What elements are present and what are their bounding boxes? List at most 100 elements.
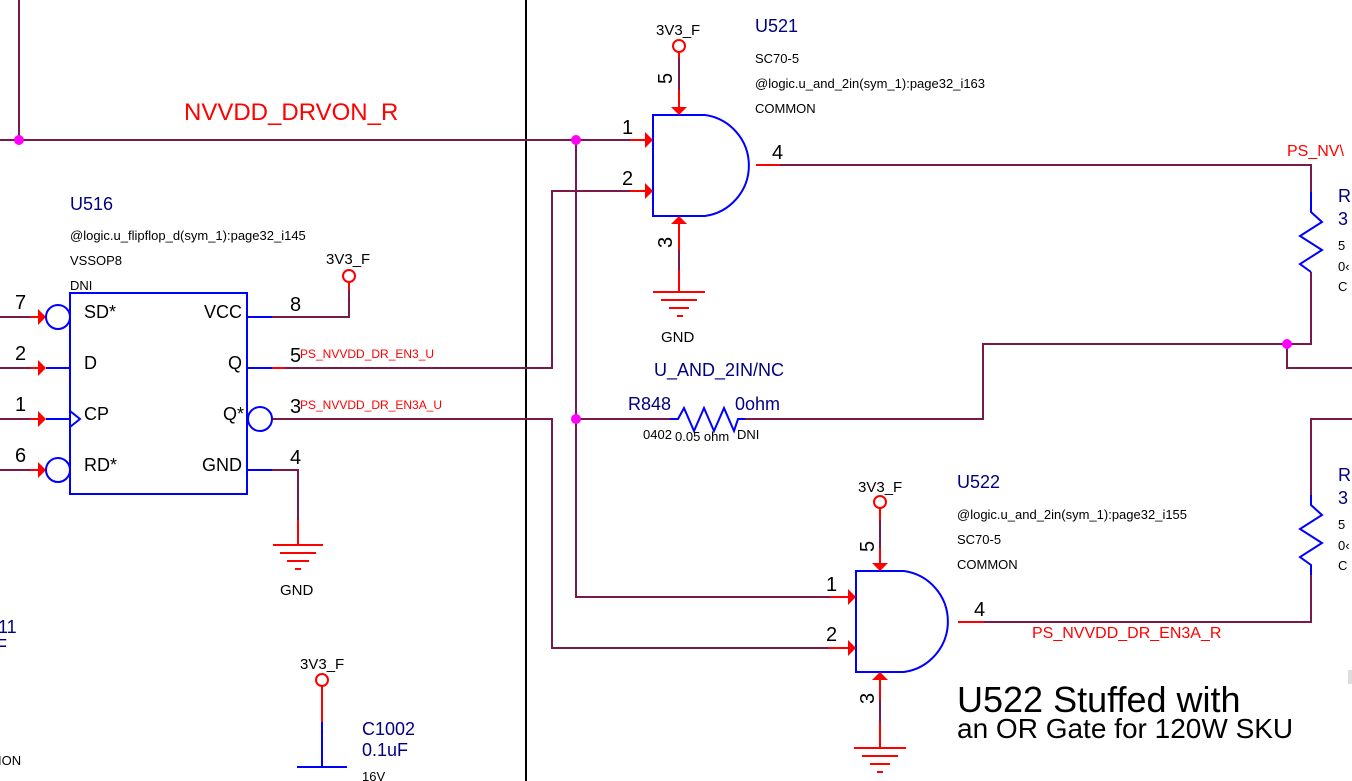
c1002-refdes: C1002	[362, 719, 415, 739]
clock-triangle-icon	[69, 410, 82, 428]
u521-option: COMMON	[755, 101, 816, 116]
u522-pin-num-in1: 1	[826, 574, 837, 596]
u516-pin-name-qn: Q*	[223, 404, 244, 424]
right-r-top-value: 3	[1338, 209, 1348, 229]
u521-body[interactable]	[652, 114, 750, 217]
c1002-capacitor[interactable]: 3V3_F C1002 0.1uF 16V	[297, 656, 415, 781]
u522-pin-num-out: 4	[974, 599, 985, 621]
junction-r848[interactable]	[571, 414, 581, 424]
capacitor-icon	[297, 722, 347, 768]
wire-u516-vcc[interactable]	[272, 290, 350, 318]
inversion-bubble-rd	[45, 457, 71, 483]
wire-r-top-bottom[interactable]	[1287, 272, 1312, 345]
u521-pin-num-vcc: 5	[655, 73, 677, 84]
gnd-u516: GND	[273, 520, 323, 599]
u522-pin-num-gnd: 3	[857, 693, 879, 704]
wire-drvon-to-u522-in1[interactable]	[575, 140, 836, 598]
u516-pin-num-qn: 3	[290, 396, 301, 418]
right-r-top-refdes: R	[1338, 186, 1351, 206]
net-label-en3-u: PS_NVVDD_DR_EN3_U	[300, 347, 434, 361]
wire-right-stub[interactable]	[1286, 344, 1352, 369]
ground-icon	[854, 747, 906, 773]
junction-drvon-right[interactable]	[571, 135, 581, 145]
u516-option: DNI	[70, 278, 92, 293]
u516-pin-name-d: D	[84, 353, 97, 373]
wire-r848-right[interactable]	[745, 343, 1287, 420]
c1002-voltage: 16V	[362, 769, 385, 781]
u516-package: VSSOP8	[70, 253, 122, 268]
r848-package: 0402	[643, 427, 672, 442]
u521-pin-num-out: 4	[772, 142, 783, 164]
u522-refdes: U522	[957, 472, 1000, 492]
junction-right[interactable]	[1282, 339, 1292, 349]
u516-symbol: @logic.u_flipflop_d(sym_1):page32_i145	[70, 228, 306, 243]
power-circle-icon	[672, 39, 686, 53]
u516-pin-num-sd: 7	[15, 292, 26, 314]
u516-pin-name-cp: CP	[84, 404, 109, 424]
u516-pin-name-sd: SD*	[84, 302, 116, 322]
u516-pin-name-gnd: GND	[202, 455, 242, 475]
power-3v3-u521: 3V3_F	[656, 22, 700, 58]
wire-u521-out[interactable]	[780, 164, 1312, 192]
wire-en3a-u[interactable]	[272, 418, 836, 649]
scrollbar-thumb[interactable]	[1348, 670, 1352, 684]
u522-option: COMMON	[957, 557, 1018, 572]
u516-flipflop[interactable]: U516 @logic.u_flipflop_d(sym_1):page32_i…	[15, 194, 306, 495]
r848-refdes: R848	[628, 394, 671, 414]
u516-pin-num-vcc: 8	[290, 294, 301, 316]
power-3v3-u522: 3V3_F	[858, 479, 902, 520]
u516-pin-name-rd: RD*	[84, 455, 117, 475]
gnd-label: GND	[280, 582, 314, 599]
note-line2: an OR Gate for 120W SKU	[957, 713, 1293, 744]
inversion-bubble-qn	[247, 406, 273, 432]
power-3v3-u516: 3V3_F	[326, 251, 370, 290]
u516-refdes: U516	[70, 194, 113, 214]
u522-and-gate[interactable]: 1 2 4 5 3 U522 @logic.u_and_2in(sym_1):p…	[826, 472, 1187, 704]
u521-and-gate[interactable]: 1 2 4 5 3 U521 SC70-5 @logic.u_and_2in(s…	[622, 16, 985, 250]
ground-icon	[653, 291, 705, 317]
net-label-ps-nv-partial: PS_NV\	[1287, 143, 1344, 160]
right-r-top-line5: C	[1338, 279, 1347, 294]
left-partial-value: F	[0, 636, 7, 656]
net-label-en3a-u: PS_NVVDD_DR_EN3A_U	[300, 398, 442, 412]
u522-body[interactable]	[855, 570, 949, 673]
u521-pin-num-in1: 1	[622, 117, 633, 139]
u516-body[interactable]	[69, 292, 248, 495]
right-resistor-top[interactable]: R 3 5 0‹ C	[1298, 186, 1351, 294]
wire-u522-out[interactable]	[984, 575, 1312, 623]
power-label: 3V3_F	[656, 22, 700, 39]
u516-pin-num-q: 5	[290, 345, 301, 367]
u522-pin-num-vcc: 5	[857, 541, 879, 552]
right-r-top-line3: 5	[1338, 238, 1345, 253]
power-circle-icon	[315, 673, 329, 687]
gnd-label: GND	[661, 329, 695, 346]
wire-u516-gnd[interactable]	[272, 469, 299, 520]
r848-resistor[interactable]: U_AND_2IN/NC R848 0ohm 0402 0.05 ohm DNI	[628, 360, 784, 444]
resistor-icon	[1298, 495, 1324, 575]
right-r-bottom-line5: C	[1338, 558, 1347, 573]
left-partial-option: ION	[0, 753, 21, 768]
u521-refdes: U521	[755, 16, 798, 36]
gnd-u522	[854, 722, 906, 773]
u522-symbol: @logic.u_and_2in(sym_1):page32_i155	[957, 507, 1187, 522]
power-label: 3V3_F	[858, 479, 902, 496]
wire-en3-u[interactable]	[285, 190, 630, 369]
u516-pin-name-vcc: VCC	[204, 302, 242, 322]
u521-pin-num-gnd: 3	[655, 237, 677, 248]
right-r-bottom-refdes: R	[1338, 465, 1351, 485]
r848-tolerance: 0.05 ohm	[675, 429, 729, 444]
net-label-en3a-r: PS_NVVDD_DR_EN3A_R	[1032, 625, 1221, 642]
right-resistor-bottom[interactable]: R 3 5 0‹ C	[1298, 465, 1351, 575]
r848-value: 0ohm	[735, 394, 780, 414]
wire-r-bottom-top[interactable]	[1310, 418, 1352, 495]
left-partial-refdes: 11	[0, 617, 17, 637]
u516-pin-num-d: 2	[15, 343, 26, 365]
resistor-icon	[1298, 192, 1324, 273]
u516-pin-name-q: Q	[228, 353, 242, 373]
power-circle-icon	[342, 269, 356, 283]
u516-pin-num-gnd: 4	[290, 447, 301, 469]
gnd-u521: GND	[653, 270, 705, 346]
junction-drvon-left[interactable]	[14, 135, 24, 145]
right-r-top-line4: 0‹	[1338, 259, 1350, 274]
